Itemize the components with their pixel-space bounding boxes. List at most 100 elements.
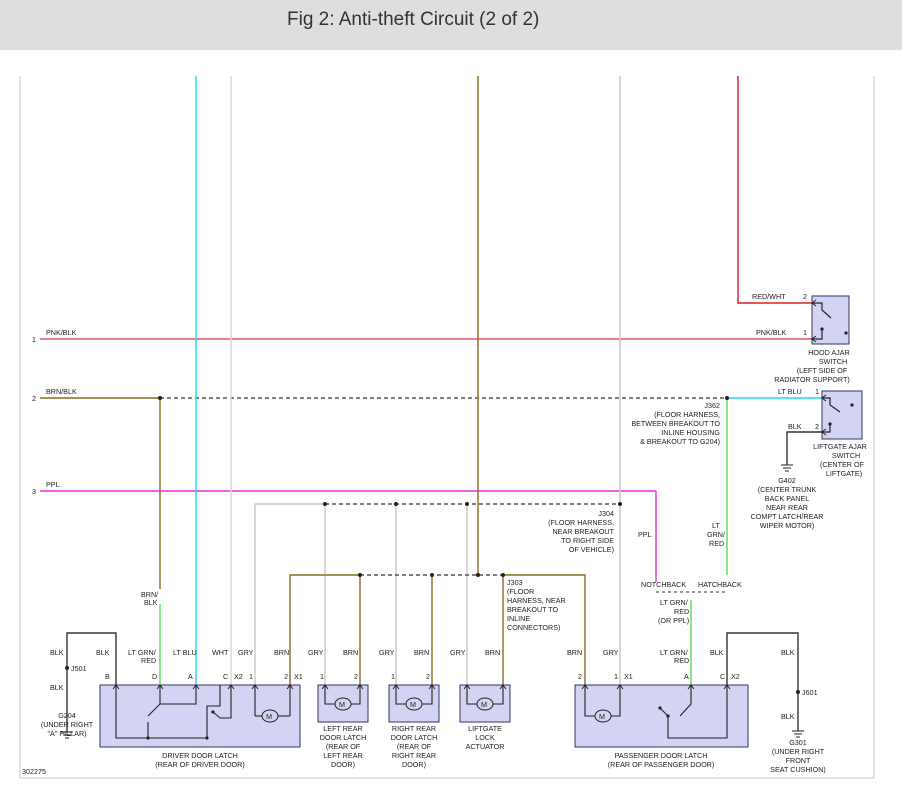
wire-red-wht (737, 76, 812, 304)
j362-label-3: INLINE HOUSING (661, 428, 720, 437)
passenger-door-latch: M (574, 684, 749, 748)
g204-blk1: BLK (50, 648, 64, 657)
pass-pin-1: 1 (614, 672, 618, 681)
lr-label-4: DOOR) (331, 760, 355, 769)
connector-arrow (321, 684, 329, 690)
rr-label-3: RIGHT REAR (392, 751, 436, 760)
liftgate-wire-top: LT BLU (778, 387, 802, 396)
pass-pin-2: 2 (578, 672, 582, 681)
connector-arrow (821, 428, 827, 436)
splice-dot (158, 396, 162, 400)
g301-blk2: BLK (781, 712, 795, 721)
diagram-frame (19, 76, 875, 779)
lg-label-1: LOCK (475, 733, 495, 742)
connector-arrow (156, 684, 164, 690)
g204-blk2: BLK (50, 683, 64, 692)
lr-label-1: DOOR LATCH (320, 733, 367, 742)
hood-pin-top: 2 (803, 292, 807, 301)
labels: 1 PNK/BLK 2 BRN/BLK 3 PPL RED/WHT 2 PNK/… (32, 292, 867, 774)
rr-pin-2: 2 (426, 672, 430, 681)
g301-label-1: (UNDER RIGHT (772, 747, 825, 756)
driver-brn-blk-0: BRN/ (141, 590, 158, 599)
liftgate-label-1: SWITCH (832, 451, 860, 460)
driver-pin-x2: X2 (234, 672, 243, 681)
rr-label-4: DOOR) (402, 760, 426, 769)
row-3-wire: PPL (46, 480, 60, 489)
pass-ltgrn-ppl-1: RED (674, 607, 689, 616)
pass-label-1: (REAR OF PASSENGER DOOR) (608, 760, 715, 769)
pass-pin-x1: X1 (624, 672, 633, 681)
hood-label-1: SWITCH (819, 357, 847, 366)
j304-label-1: (FLOOR HARNESS, (548, 518, 614, 527)
splice-dot (65, 666, 69, 670)
splice-dot (465, 502, 469, 506)
pass-wire-gry: GRY (603, 648, 619, 657)
pass-wire-ltgrn-0: LT GRN/ (660, 648, 688, 657)
connector-arrow (723, 684, 731, 690)
driver-wire-brn: BRN (274, 648, 289, 657)
ground-symbols (61, 464, 804, 739)
lg-wire-gry: GRY (450, 648, 466, 657)
driver-wire-ltblu: LT BLU (173, 648, 197, 657)
lt-grn-red-0: LT (712, 521, 720, 530)
wire-blk-g402 (786, 431, 822, 465)
j303-label-0: J303 (507, 578, 523, 587)
connector-arrows (112, 299, 827, 690)
connector-arrow (811, 299, 817, 307)
j362-label-4: & BREAKOUT TO G204) (640, 437, 720, 446)
driver-door-latch: M (99, 684, 301, 748)
connector-arrow (581, 684, 589, 690)
liftgate-lock-actuator: M (459, 684, 511, 723)
j304-label-2: NEAR BREAKOUT (552, 527, 614, 536)
connector-arrow (463, 684, 471, 690)
connector-arrow (251, 684, 259, 690)
lr-pin-1: 1 (320, 672, 324, 681)
wire-blk-driver (66, 632, 117, 732)
j303-label-5: CONNECTORS) (507, 623, 560, 632)
rr-label-1: DOOR LATCH (391, 733, 438, 742)
connector-arrow (499, 684, 507, 690)
driver-pin-1: 1 (249, 672, 253, 681)
pass-pin-x2: X2 (731, 672, 740, 681)
liftgate-wire-bot: BLK (788, 422, 802, 431)
driver-wire-wht: WHT (212, 648, 229, 657)
wire-blk-pass (726, 632, 799, 731)
connector-arrow (811, 335, 817, 343)
j303-label-2: HARNESS, NEAR (507, 596, 566, 605)
j303-label-1: (FLOOR (507, 587, 534, 596)
row-2-wire: BRN/BLK (46, 387, 77, 396)
row-3-number: 3 (32, 487, 36, 496)
liftgate-label-2: (CENTER OF (820, 460, 865, 469)
notchback-label: NOTCHBACK (641, 580, 686, 589)
j304-label-4: OF VEHICLE) (569, 545, 614, 554)
driver-pin-a: A (188, 672, 193, 681)
row-2-number: 2 (32, 394, 36, 403)
liftgate-pin-bot: 2 (815, 422, 819, 431)
pass-wire-ltgrn-1: RED (674, 656, 689, 665)
ground-g301 (792, 730, 804, 738)
lr-wire-brn: BRN (343, 648, 358, 657)
connector-arrow (192, 684, 200, 690)
wire-brn-pass (503, 574, 586, 685)
splice-dot (394, 502, 398, 506)
motor-label: M (339, 700, 345, 709)
rr-wire-gry: GRY (379, 648, 395, 657)
driver-brn-blk-1: BLK (144, 598, 158, 607)
pass-wire-brn: BRN (567, 648, 582, 657)
connector-arrow (428, 684, 436, 690)
splice-dot (358, 573, 362, 577)
hood-ajar-switch (811, 295, 850, 345)
g402-label-0: G402 (778, 476, 796, 485)
driver-wire-ltgrn-1: RED (141, 656, 156, 665)
splice-dot (476, 573, 480, 577)
driver-wire-ltgrn-0: LT GRN/ (128, 648, 156, 657)
driver-pin-b: B (105, 672, 110, 681)
g402-label-5: WIPER MOTOR) (760, 521, 815, 530)
motor-label: M (266, 712, 272, 721)
pass-pin-a: A (684, 672, 689, 681)
hood-wire-top: RED/WHT (752, 292, 786, 301)
splice-dots (65, 396, 800, 694)
splice-dot (796, 690, 800, 694)
g301-blk1: BLK (781, 648, 795, 657)
